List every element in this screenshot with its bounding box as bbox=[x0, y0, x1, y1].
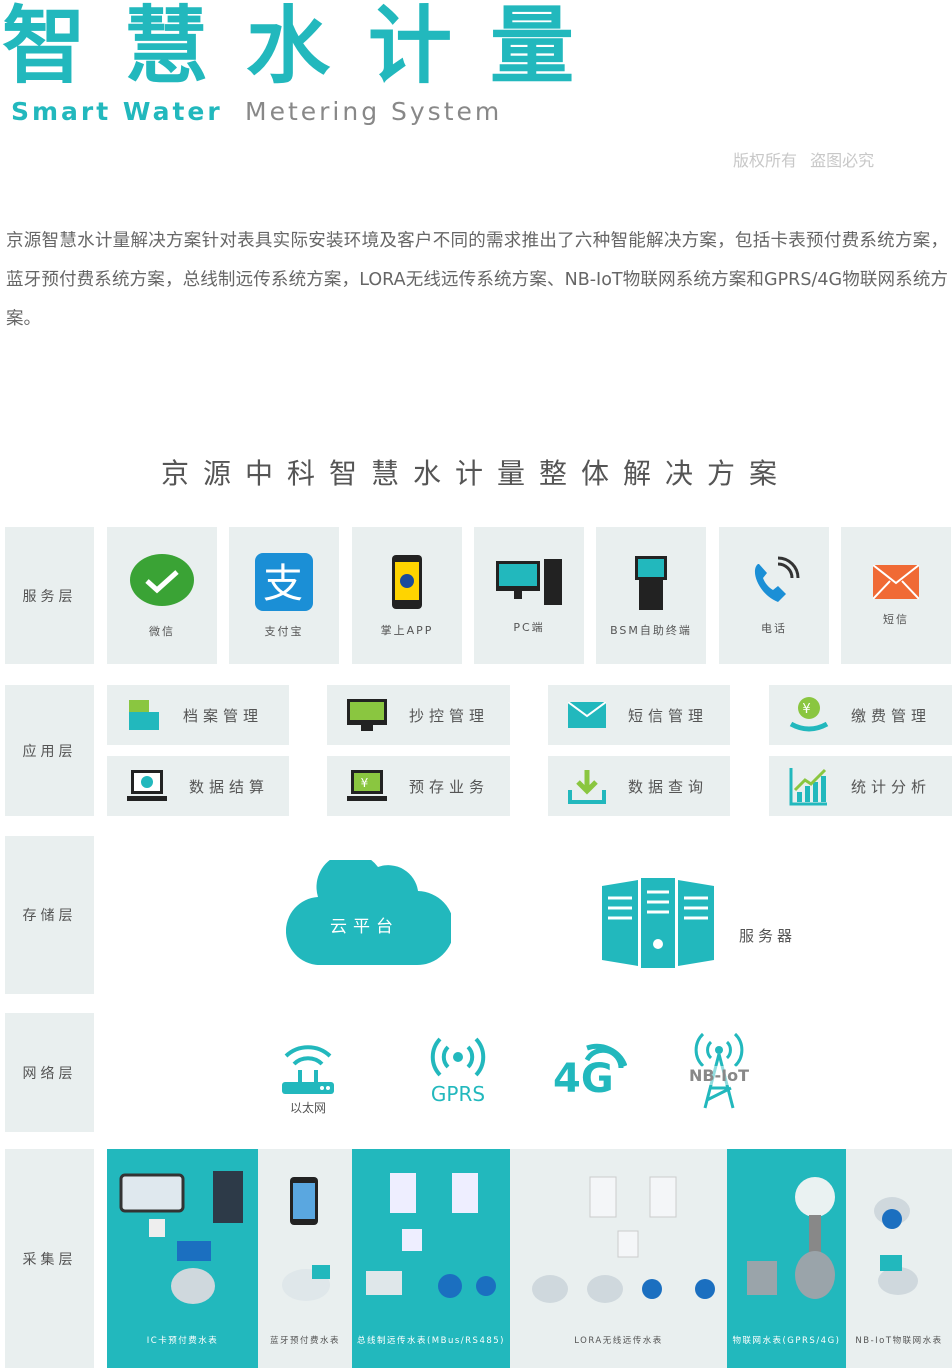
4g-signal-icon bbox=[584, 1043, 627, 1069]
service-bsm: BSM自助终端 bbox=[596, 527, 706, 664]
meter-label: LORA无线远传水表 bbox=[574, 1336, 663, 1346]
meter-label: IC卡预付费水表 bbox=[146, 1336, 219, 1346]
svg-text:¥: ¥ bbox=[361, 776, 374, 790]
service-label: PC端 bbox=[513, 620, 545, 634]
pc-icon bbox=[496, 558, 562, 605]
server-icon bbox=[602, 878, 714, 968]
envelope-icon bbox=[568, 702, 606, 728]
4g-label: 4G bbox=[553, 1056, 614, 1102]
service-label: BSM自助终端 bbox=[610, 623, 692, 637]
service-label: 支付宝 bbox=[264, 624, 304, 638]
meter-nbiot: NB-IoT物联网水表 bbox=[846, 1149, 952, 1368]
app-label: 统计分析 bbox=[851, 777, 932, 796]
svg-text:支: 支 bbox=[263, 561, 305, 607]
app-query: 数据查询 bbox=[548, 756, 730, 816]
meter-label: NB-IoT物联网水表 bbox=[855, 1336, 943, 1346]
service-label: 短信 bbox=[883, 612, 909, 626]
layer-application: 应用层 bbox=[5, 685, 94, 816]
bus-meter-image bbox=[366, 1173, 496, 1298]
folder-icon bbox=[129, 700, 159, 730]
layer-service: 服务层 bbox=[5, 527, 94, 664]
meter-ic-card: IC卡预付费水表 bbox=[107, 1149, 258, 1368]
ic-card-meter-image bbox=[119, 1171, 243, 1304]
service-label: 电话 bbox=[761, 621, 787, 635]
svg-text:¥: ¥ bbox=[802, 702, 815, 717]
meter-bus: 总线制远传水表(MBus/RS485) bbox=[352, 1149, 510, 1368]
layer-network: 网络层 bbox=[5, 1013, 94, 1132]
app-label: 抄控管理 bbox=[409, 706, 490, 725]
gprs-label: GPRS bbox=[430, 1082, 486, 1106]
app-label: 预存业务 bbox=[409, 777, 490, 796]
service-label: 掌上APP bbox=[380, 623, 434, 637]
app-archive: 档案管理 bbox=[107, 685, 289, 745]
app-prestore: ¥ 预存业务 bbox=[327, 756, 510, 816]
app-sms-manage: 短信管理 bbox=[548, 685, 730, 745]
nbiot-label: NB-IoT bbox=[688, 1066, 750, 1085]
network-gprs: GPRS bbox=[425, 1034, 491, 1106]
server-label: 服务器 bbox=[739, 927, 797, 945]
service-label: 微信 bbox=[149, 624, 175, 638]
service-alipay: 支 支付宝 bbox=[229, 527, 339, 664]
meter-label: 蓝牙预付费水表 bbox=[269, 1336, 340, 1346]
diagram-title: 京源中科智慧水计量整体解决方案 bbox=[160, 457, 791, 490]
layer-collection: 采集层 bbox=[5, 1149, 94, 1368]
app-label: 短信管理 bbox=[628, 706, 709, 725]
app-statistics: 统计分析 bbox=[769, 756, 952, 816]
app-label: 档案管理 bbox=[183, 706, 264, 725]
meter-lora: LORA无线远传水表 bbox=[510, 1149, 727, 1368]
alipay-icon: 支 bbox=[255, 552, 313, 611]
service-wechat: 微信 bbox=[107, 527, 217, 664]
monitor-icon bbox=[347, 699, 387, 731]
payment-icon: ¥ bbox=[789, 697, 829, 732]
page-title: 智慧水计量 bbox=[2, 0, 613, 95]
app-payment: ¥ 缴费管理 bbox=[769, 685, 952, 745]
cloud-icon bbox=[286, 860, 451, 966]
signal-icon bbox=[430, 1037, 486, 1077]
download-icon bbox=[568, 770, 606, 804]
nbiot-meter-image bbox=[874, 1197, 918, 1295]
meter-label: 物联网水表(GPRS/4G) bbox=[732, 1336, 841, 1346]
ethernet-label: 以太网 bbox=[289, 1101, 326, 1115]
laptop-chart-icon bbox=[127, 770, 167, 801]
service-sms: 短信 bbox=[841, 527, 951, 664]
laptop-yen-icon: ¥ bbox=[347, 770, 387, 801]
service-app: 掌上APP bbox=[352, 527, 462, 664]
copyright-notice: 版权所有 盗图必究 bbox=[733, 151, 875, 170]
service-phone: 电话 bbox=[719, 527, 829, 664]
phone-app-icon bbox=[392, 554, 422, 609]
lora-meter-image bbox=[532, 1176, 715, 1303]
mail-icon bbox=[873, 564, 919, 599]
network-ethernet: 以太网 bbox=[272, 1032, 344, 1116]
intro-paragraph: 京源智慧水计量解决方案针对表具实际安装环境及客户不同的需求推出了六种智能解决方案… bbox=[6, 231, 948, 329]
app-label: 数据结算 bbox=[189, 777, 270, 796]
subtitle-light: Metering System bbox=[245, 97, 503, 126]
layer-storage: 存储层 bbox=[5, 836, 94, 994]
kiosk-icon bbox=[635, 555, 667, 610]
cloud-platform-label: 云平台 bbox=[330, 917, 399, 937]
network-4g: 4G bbox=[553, 1042, 629, 1102]
network-nbiot: NB-IoT bbox=[688, 1030, 750, 1114]
iot-meter-image bbox=[747, 1177, 835, 1299]
bar-chart-icon bbox=[789, 768, 827, 806]
app-label: 数据查询 bbox=[628, 777, 709, 796]
app-meter-control: 抄控管理 bbox=[327, 685, 510, 745]
router-icon bbox=[282, 1045, 334, 1094]
wechat-icon bbox=[130, 553, 194, 606]
bluetooth-meter-image bbox=[282, 1177, 330, 1301]
app-label: 缴费管理 bbox=[851, 706, 932, 725]
meter-iot-gprs: 物联网水表(GPRS/4G) bbox=[727, 1149, 846, 1368]
app-settlement: 数据结算 bbox=[107, 756, 289, 816]
meter-label: 总线制远传水表(MBus/RS485) bbox=[356, 1336, 505, 1346]
subtitle-bold: Smart Water bbox=[11, 97, 223, 126]
telephone-icon bbox=[754, 556, 800, 602]
meter-bluetooth: 蓝牙预付费水表 bbox=[258, 1149, 352, 1368]
service-pc: PC端 bbox=[474, 527, 584, 664]
